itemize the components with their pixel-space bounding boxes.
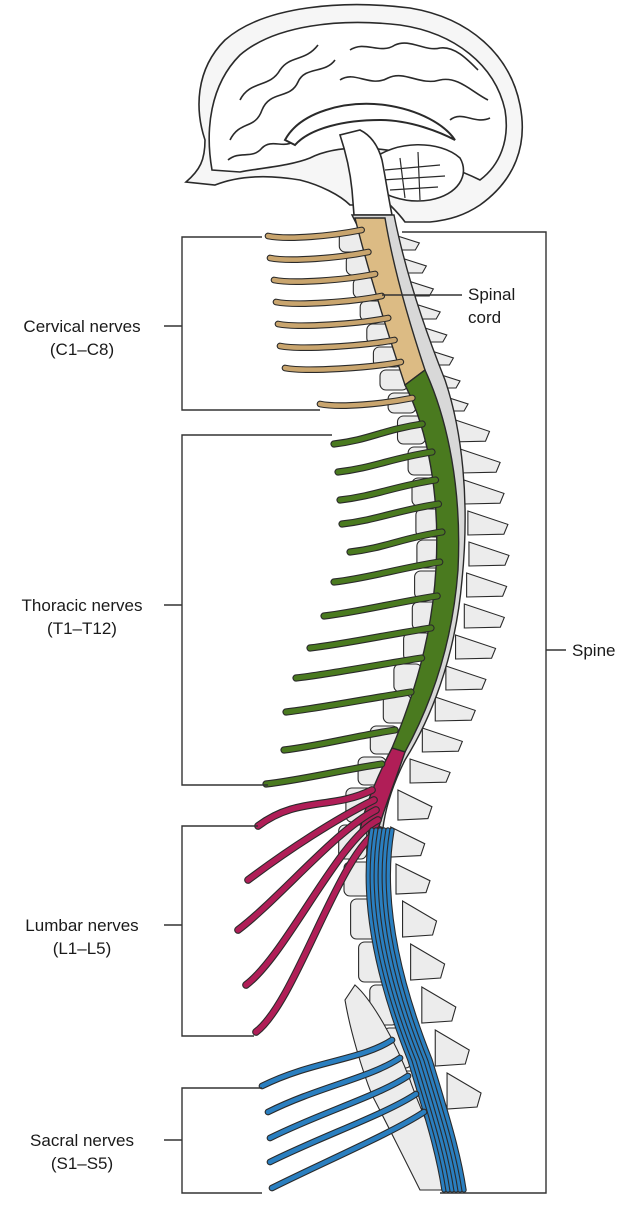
thoracic-nerve bbox=[331, 559, 443, 585]
gyri-5 bbox=[227, 139, 296, 161]
sacral-nerve bbox=[269, 1109, 427, 1191]
vertebra-spinous-process bbox=[467, 510, 509, 536]
cauda-equina-strand bbox=[382, 828, 462, 1192]
cervical-nerve bbox=[275, 315, 391, 328]
vertebra-spinous-process bbox=[395, 863, 431, 895]
cauda-equina-strand bbox=[370, 828, 450, 1192]
thoracic-nerve bbox=[307, 625, 434, 651]
sacral-nerve bbox=[267, 1091, 419, 1165]
label-cervical-line2: (C1–C8) bbox=[50, 340, 114, 359]
thoracic-nerve bbox=[335, 449, 435, 475]
cervical-nerve bbox=[273, 293, 385, 306]
label-sacral-line2: (S1–S5) bbox=[51, 1154, 113, 1173]
labels: Cervical nerves (C1–C8) Thoracic nerves … bbox=[22, 285, 616, 1173]
cauda-equina-strand bbox=[366, 828, 446, 1192]
thoracic-nerve bbox=[339, 501, 441, 527]
sacrum bbox=[344, 984, 456, 1191]
cerebellum-folds bbox=[381, 151, 446, 201]
cervical-nerve bbox=[317, 395, 415, 408]
bracket-cervical bbox=[181, 236, 320, 411]
cervical-nerve bbox=[277, 337, 397, 350]
vertebra-spinous-process bbox=[455, 634, 497, 660]
thoracic-nerve bbox=[293, 655, 425, 681]
cerebellum bbox=[371, 143, 465, 202]
gyri-2 bbox=[239, 44, 319, 101]
spinal-nerves bbox=[234, 226, 467, 1193]
thoracic-nerve bbox=[283, 689, 414, 715]
cervical-nerve bbox=[271, 271, 378, 284]
vertebra-spinous-process bbox=[445, 665, 487, 691]
thoracic-nerve bbox=[347, 529, 445, 555]
brainstem bbox=[338, 129, 393, 216]
vertebra-spinous-process bbox=[434, 696, 476, 722]
label-sacral-line1: Sacral nerves bbox=[30, 1131, 134, 1150]
bracket-lumbar bbox=[181, 825, 258, 1037]
vertebra-spinous-process bbox=[468, 541, 510, 567]
lumbar-nerve bbox=[245, 797, 377, 883]
label-cervical-line1: Cervical nerves bbox=[23, 317, 140, 336]
cerebrum-outline bbox=[208, 21, 508, 181]
vertebra-spinous-process bbox=[459, 448, 501, 474]
thoracic-nerve bbox=[281, 727, 398, 753]
vertebra-spinous-process bbox=[434, 1029, 470, 1067]
gyri-6 bbox=[449, 115, 491, 121]
lumbar-nerve bbox=[235, 807, 379, 933]
label-lumbar-line1: Lumbar nerves bbox=[25, 916, 138, 935]
lumbar-nerve bbox=[253, 827, 383, 1035]
gyri-4 bbox=[339, 74, 489, 101]
cauda-equina-strand bbox=[374, 828, 454, 1192]
vertebra-spinous-process bbox=[466, 572, 508, 598]
vertebra-spinous-process bbox=[402, 900, 438, 938]
vertebra-spinous-process bbox=[397, 789, 433, 821]
bracket-spine bbox=[402, 231, 547, 1194]
label-thoracic-line2: (T1–T12) bbox=[47, 619, 117, 638]
vertebra-spinous-process bbox=[463, 479, 505, 505]
vertebra-spinous-process bbox=[463, 603, 506, 629]
gyri-3 bbox=[349, 42, 479, 71]
thoracic-nerve bbox=[331, 421, 425, 447]
bracket-sacral bbox=[181, 1087, 262, 1194]
bracket-thoracic bbox=[181, 434, 332, 786]
label-thoracic-line1: Thoracic nerves bbox=[22, 596, 143, 615]
vertebra-spinous-process bbox=[421, 986, 457, 1024]
label-lumbar-line2: (L1–L5) bbox=[53, 939, 112, 958]
thoracic-nerve bbox=[321, 593, 440, 619]
lumbar-nerve bbox=[255, 787, 375, 829]
corpus-callosum bbox=[283, 102, 456, 147]
brain-illustration bbox=[184, 3, 524, 223]
sacral-nerve bbox=[265, 1055, 403, 1115]
label-spinal-cord-line2: cord bbox=[468, 308, 501, 327]
cervical-nerve bbox=[267, 249, 371, 262]
sacral-nerve bbox=[259, 1037, 395, 1089]
vertebra-spinous-process bbox=[390, 826, 426, 858]
gyri-1 bbox=[229, 59, 336, 141]
vertebra-spinous-process bbox=[410, 943, 446, 981]
lumbar-nerve bbox=[243, 817, 381, 988]
sacral-nerve bbox=[267, 1073, 411, 1141]
cauda-equina-strand bbox=[378, 828, 458, 1192]
cervical-nerve bbox=[282, 359, 404, 372]
cervical-nerve bbox=[265, 227, 364, 240]
leader-lines bbox=[164, 231, 566, 1194]
label-spinal-cord-line1: Spinal bbox=[468, 285, 515, 304]
cauda-equina-strand bbox=[386, 828, 466, 1192]
vertebra-spinous-process bbox=[421, 727, 464, 753]
vertebra-spinous-process bbox=[409, 758, 451, 784]
thoracic-nerve bbox=[263, 761, 385, 787]
thoracic-nerve bbox=[337, 477, 438, 503]
label-spine: Spine bbox=[572, 641, 615, 660]
vertebra-spinous-process bbox=[446, 1072, 482, 1110]
